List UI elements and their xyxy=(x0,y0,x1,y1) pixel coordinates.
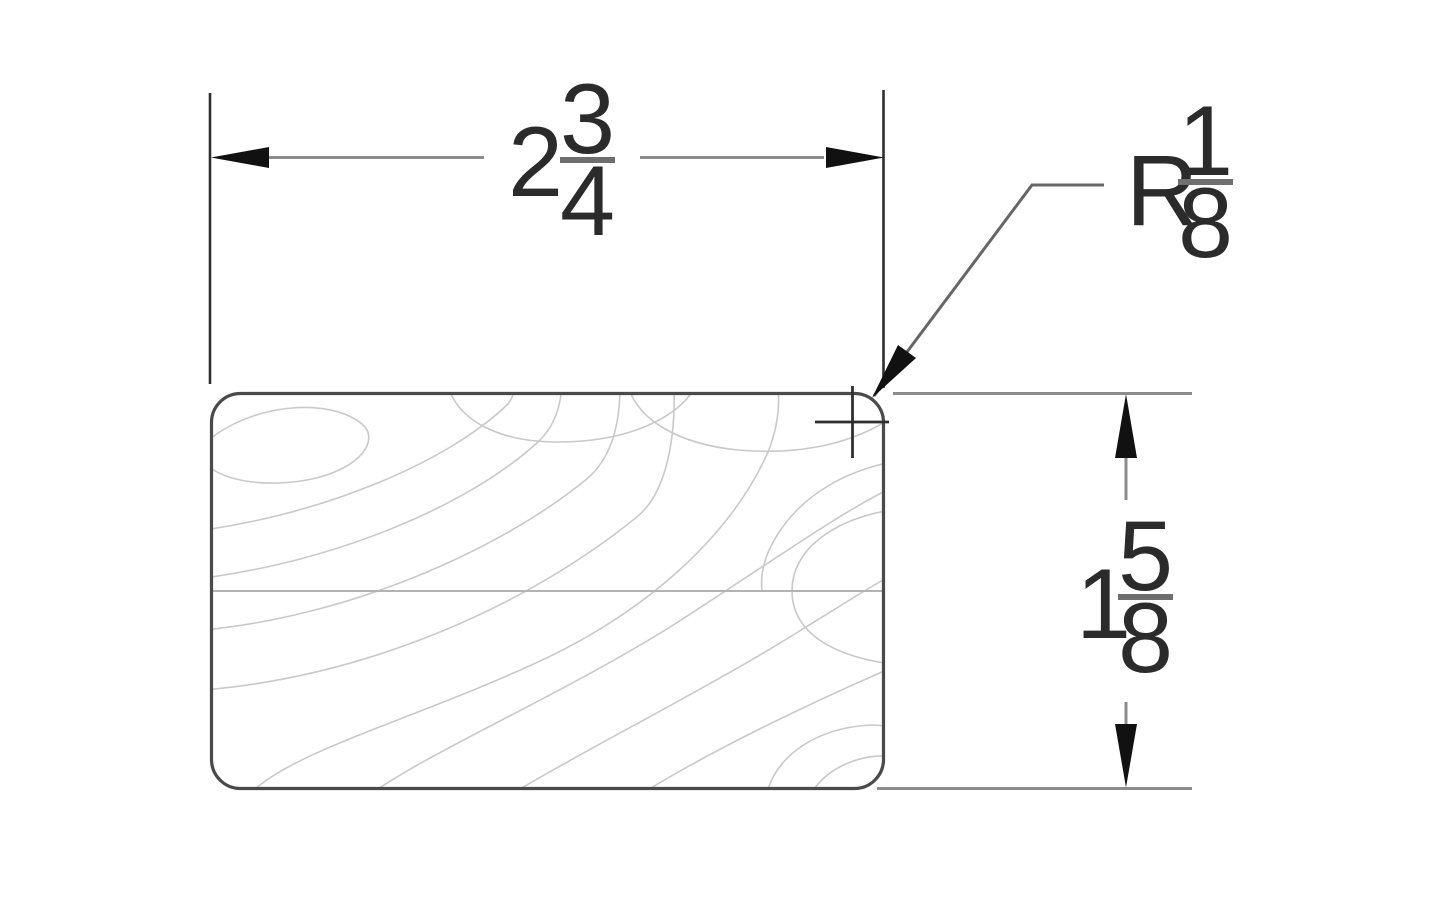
grain-line xyxy=(212,406,370,484)
arrowhead-down-icon xyxy=(1115,724,1137,788)
board-outline xyxy=(209,391,886,791)
radius-prefix: R xyxy=(1126,135,1199,247)
grain-line xyxy=(765,724,883,788)
fraction-bar xyxy=(1118,594,1174,600)
grain-line xyxy=(212,394,515,531)
height-dim-numerator: 5 xyxy=(1118,500,1174,611)
grain-line xyxy=(212,394,675,691)
extension-lines-height xyxy=(877,392,1192,790)
grain-line xyxy=(637,667,883,788)
grain-line xyxy=(627,394,883,453)
width-dim-whole: 2 xyxy=(508,106,564,217)
arrowhead-leader-icon xyxy=(872,345,916,398)
radius-denominator: 8 xyxy=(1178,167,1234,278)
grain-line xyxy=(791,509,883,665)
radius-numerator: 1 xyxy=(1178,85,1234,196)
extension-lines-width xyxy=(208,90,885,388)
grain-line xyxy=(367,487,883,788)
center-mark-icon xyxy=(815,386,889,458)
height-dim-whole: 1 xyxy=(1076,548,1132,659)
width-dim-numerator: 3 xyxy=(560,63,616,174)
radius-leader-line xyxy=(872,183,1104,397)
radius-fraction: 1 8 xyxy=(1178,85,1234,278)
grain-line xyxy=(212,394,563,579)
arrowhead-left-icon xyxy=(211,147,269,168)
height-dim-denominator: 8 xyxy=(1118,582,1174,693)
grain-line xyxy=(247,394,780,788)
grain-line xyxy=(760,461,883,592)
width-dim-fraction: 3 4 xyxy=(560,63,616,256)
grain-line xyxy=(212,394,621,631)
width-dim-denominator: 4 xyxy=(560,145,616,256)
arrowhead-up-icon xyxy=(1115,394,1137,458)
wood-grain xyxy=(212,394,883,788)
fraction-bar xyxy=(1178,179,1234,185)
height-dim-fraction: 5 8 xyxy=(1118,500,1174,693)
grain-line xyxy=(447,394,697,443)
arrowheads xyxy=(211,147,1137,788)
arrowhead-right-icon xyxy=(826,147,884,168)
fraction-bar xyxy=(560,157,616,163)
